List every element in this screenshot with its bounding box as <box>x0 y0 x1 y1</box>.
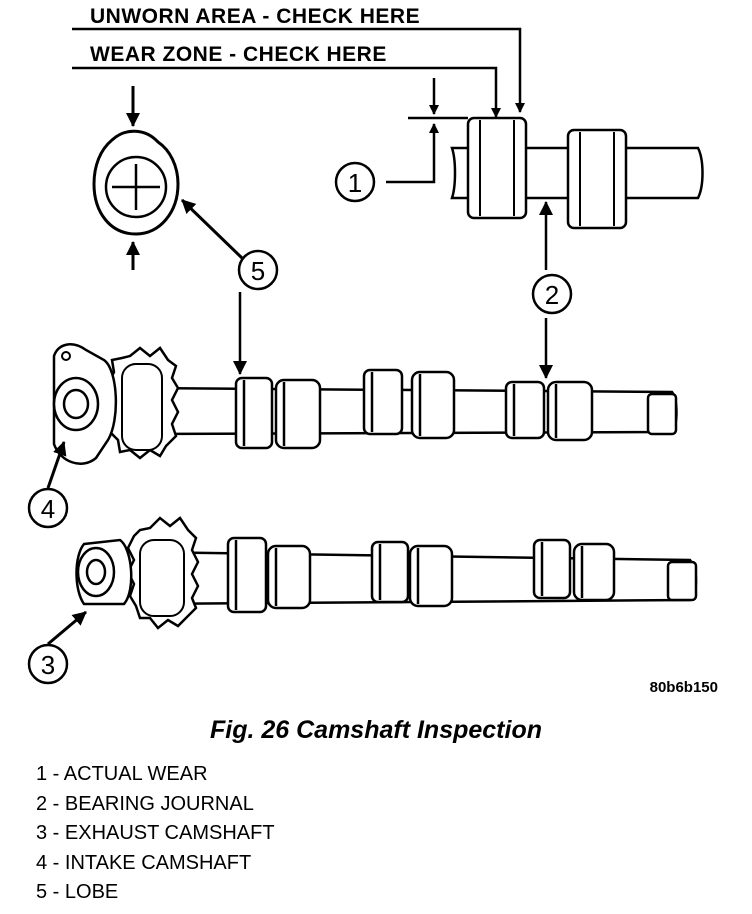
journal-detail-view <box>386 78 704 270</box>
legend-item: 4 - INTAKE CAMSHAFT <box>36 851 252 874</box>
unworn-area-callout: UNWORN AREA - CHECK HERE <box>72 5 525 113</box>
intake-camshaft <box>52 343 678 465</box>
callout-3: 3 <box>27 610 87 685</box>
legend-item: 1 - ACTUAL WEAR <box>36 763 208 785</box>
wear-zone-label: WEAR ZONE - CHECK HERE <box>90 43 387 66</box>
svg-text:1: 1 <box>348 168 362 198</box>
lobe-end-view <box>92 86 180 270</box>
callout-5: 5 <box>180 198 279 375</box>
wear-zone-callout: WEAR ZONE - CHECK HERE <box>72 43 501 118</box>
callout-4: 4 <box>27 441 69 529</box>
svg-text:3: 3 <box>41 650 55 680</box>
callout-2: 2 <box>531 273 573 379</box>
legend-item: 5 - LOBE <box>36 881 119 903</box>
figure-code: 80b6b150 <box>650 679 718 696</box>
exhaust-camshaft <box>75 516 698 630</box>
legend-item: 3 - EXHAUST CAMSHAFT <box>36 822 275 844</box>
legend-list: 1 - ACTUAL WEAR 2 - BEARING JOURNAL 3 - … <box>36 760 275 908</box>
intake-lobes <box>234 368 594 450</box>
figure-caption: Fig. 26 Camshaft Inspection <box>209 716 542 744</box>
unworn-area-label: UNWORN AREA - CHECK HERE <box>90 5 420 28</box>
exhaust-lobes <box>226 536 616 614</box>
svg-text:5: 5 <box>251 256 265 286</box>
svg-text:4: 4 <box>41 494 55 524</box>
svg-text:2: 2 <box>545 280 559 310</box>
legend-item: 2 - BEARING JOURNAL <box>36 792 254 815</box>
callout-1: 1 <box>334 161 376 203</box>
